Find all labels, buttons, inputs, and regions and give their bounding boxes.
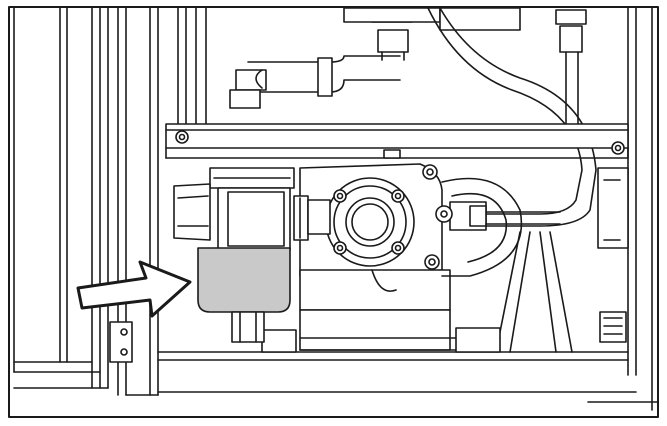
left-door-panel [13, 7, 159, 396]
vertical-pipes [177, 7, 207, 129]
mounting-bracket [165, 123, 629, 159]
pump-motor [299, 163, 451, 351]
impeller-housing [435, 177, 561, 277]
bottom-base-rail [125, 351, 659, 403]
right-frame [627, 7, 653, 411]
lower-pipe [261, 327, 501, 353]
filter-bowl [197, 247, 291, 313]
callout-arrow [76, 260, 192, 318]
sweeping-pipe [427, 7, 597, 227]
door-hinge [109, 321, 133, 363]
filter-housing [173, 167, 331, 343]
support-legs [495, 167, 629, 353]
upper-pipe [229, 7, 587, 129]
figure-border [8, 6, 659, 418]
